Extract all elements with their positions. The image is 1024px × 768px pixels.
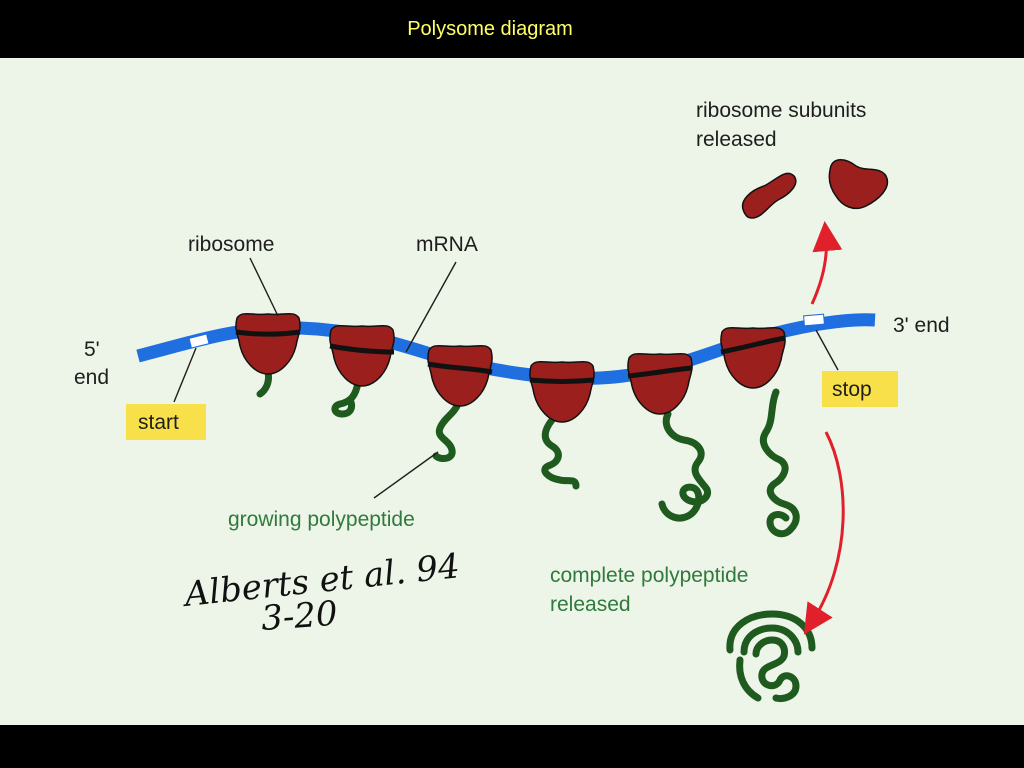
mrna-label: mRNA <box>416 233 478 256</box>
stop-label: stop <box>832 378 872 401</box>
start-label: start <box>138 411 179 434</box>
handwritten-citation-line2: 3-20 <box>260 594 339 639</box>
polypeptide-6 <box>759 388 800 538</box>
large-subunit <box>828 159 889 210</box>
five-prime-end-label: end <box>74 366 109 389</box>
pointer-lines <box>173 257 839 499</box>
bottom-bar <box>0 725 1024 768</box>
stop-codon <box>803 313 825 327</box>
start-codon <box>188 333 210 349</box>
subunits-label-line1: ribosome subunits <box>696 99 866 122</box>
released-polypeptide <box>726 610 816 702</box>
stop-label-box <box>822 371 898 407</box>
polypeptide-1 <box>256 368 272 398</box>
polypeptide-5 <box>658 410 711 522</box>
polysome-diagram: 5' end 3' end start stop ribosome mRNA r… <box>74 99 950 702</box>
subunit-release-arrow <box>810 221 843 305</box>
diagram-panel: 5' end 3' end start stop ribosome mRNA r… <box>0 58 1024 725</box>
three-prime-end-label: 3' end <box>893 314 950 337</box>
start-label-box <box>126 404 206 440</box>
ribosomes <box>235 312 786 423</box>
subunits-label-line2: released <box>696 128 777 151</box>
ribosome-1 <box>235 312 301 375</box>
ribosome-6 <box>720 326 786 389</box>
polypeptide-2 <box>331 378 362 418</box>
ribosome-2 <box>329 324 395 387</box>
ribosome-5 <box>627 352 693 415</box>
small-subunit <box>741 172 797 219</box>
ribosome-4 <box>529 360 595 423</box>
growing-polypeptides <box>256 368 800 538</box>
polypeptide-4 <box>541 416 580 490</box>
complete-polypeptide-label-line1: complete polypeptide <box>550 564 748 587</box>
five-prime-label: 5' <box>84 338 100 361</box>
polypeptide-release-arrow <box>803 431 845 635</box>
ribosome-label: ribosome <box>188 233 274 256</box>
ribosome-3 <box>427 344 493 407</box>
growing-polypeptide-label: growing polypeptide <box>228 508 415 531</box>
complete-polypeptide-label-line2: released <box>550 593 631 616</box>
slide-title: Polysome diagram <box>407 18 573 40</box>
title-bar: Polysome diagram <box>0 0 1024 58</box>
polypeptide-3 <box>432 400 462 462</box>
